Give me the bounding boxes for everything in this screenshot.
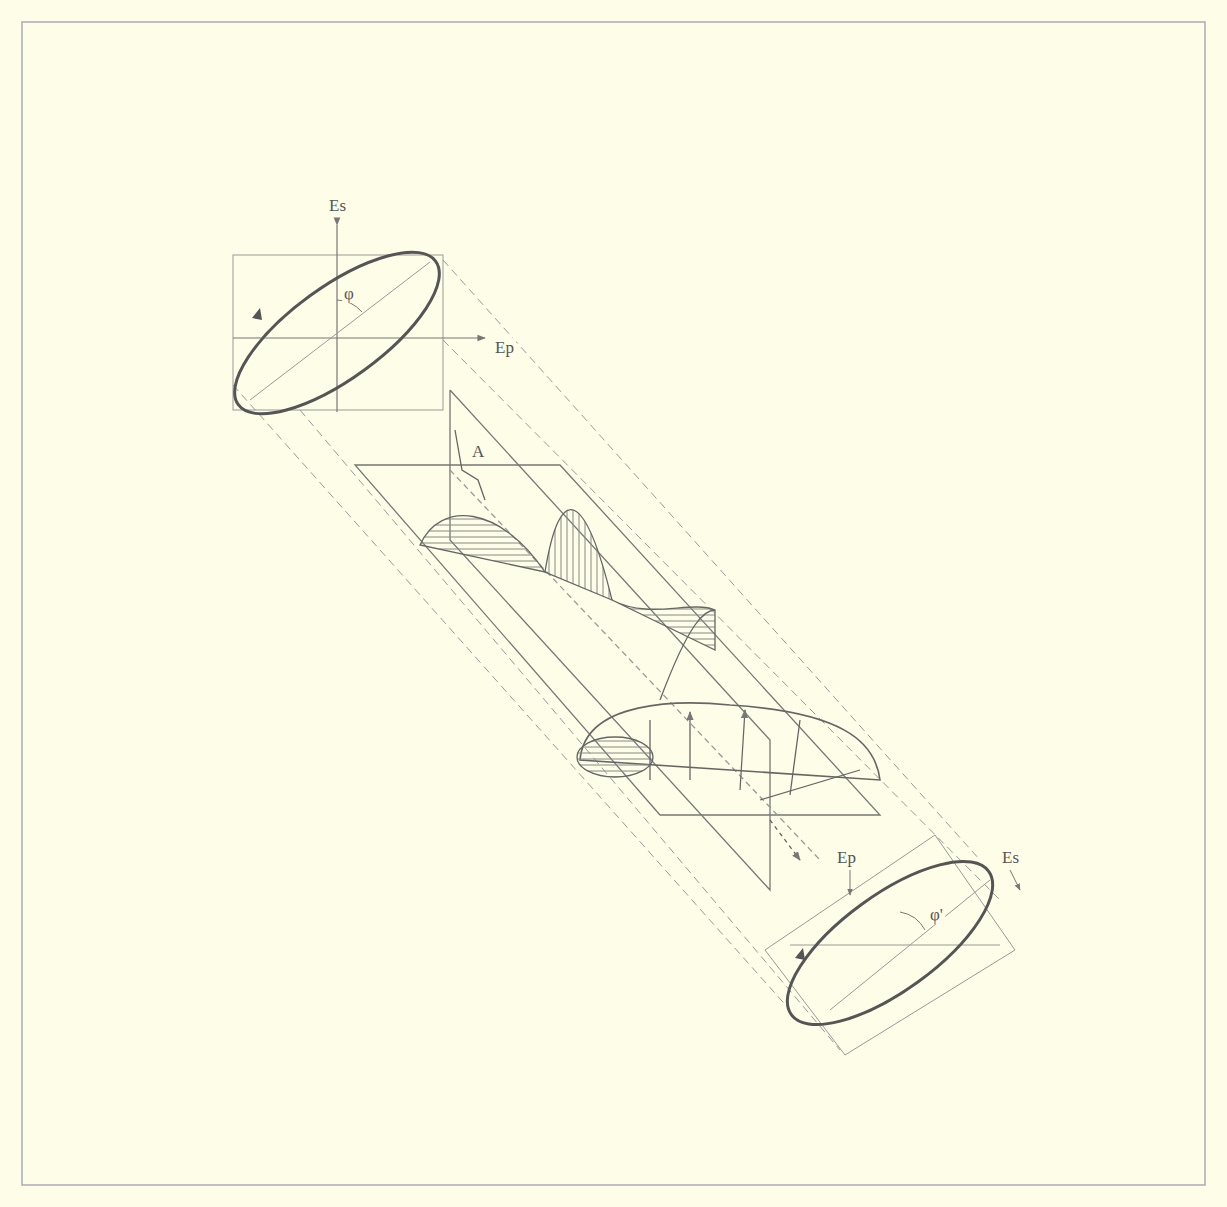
angle-label: φ' <box>928 905 945 924</box>
axis-label: Ep <box>835 848 858 867</box>
angle-label: φ <box>342 284 356 303</box>
axis-label: Ep <box>493 338 516 357</box>
projection-lines <box>233 255 1015 1055</box>
axis-label: Es <box>327 196 348 215</box>
wave-planes <box>355 390 880 890</box>
amplitude-label: A <box>470 442 486 461</box>
wave <box>420 430 880 860</box>
input-ellipse <box>211 224 485 442</box>
output-ellipse <box>763 832 1020 1053</box>
frame <box>22 22 1205 1185</box>
axis-label: Es <box>1000 848 1021 867</box>
